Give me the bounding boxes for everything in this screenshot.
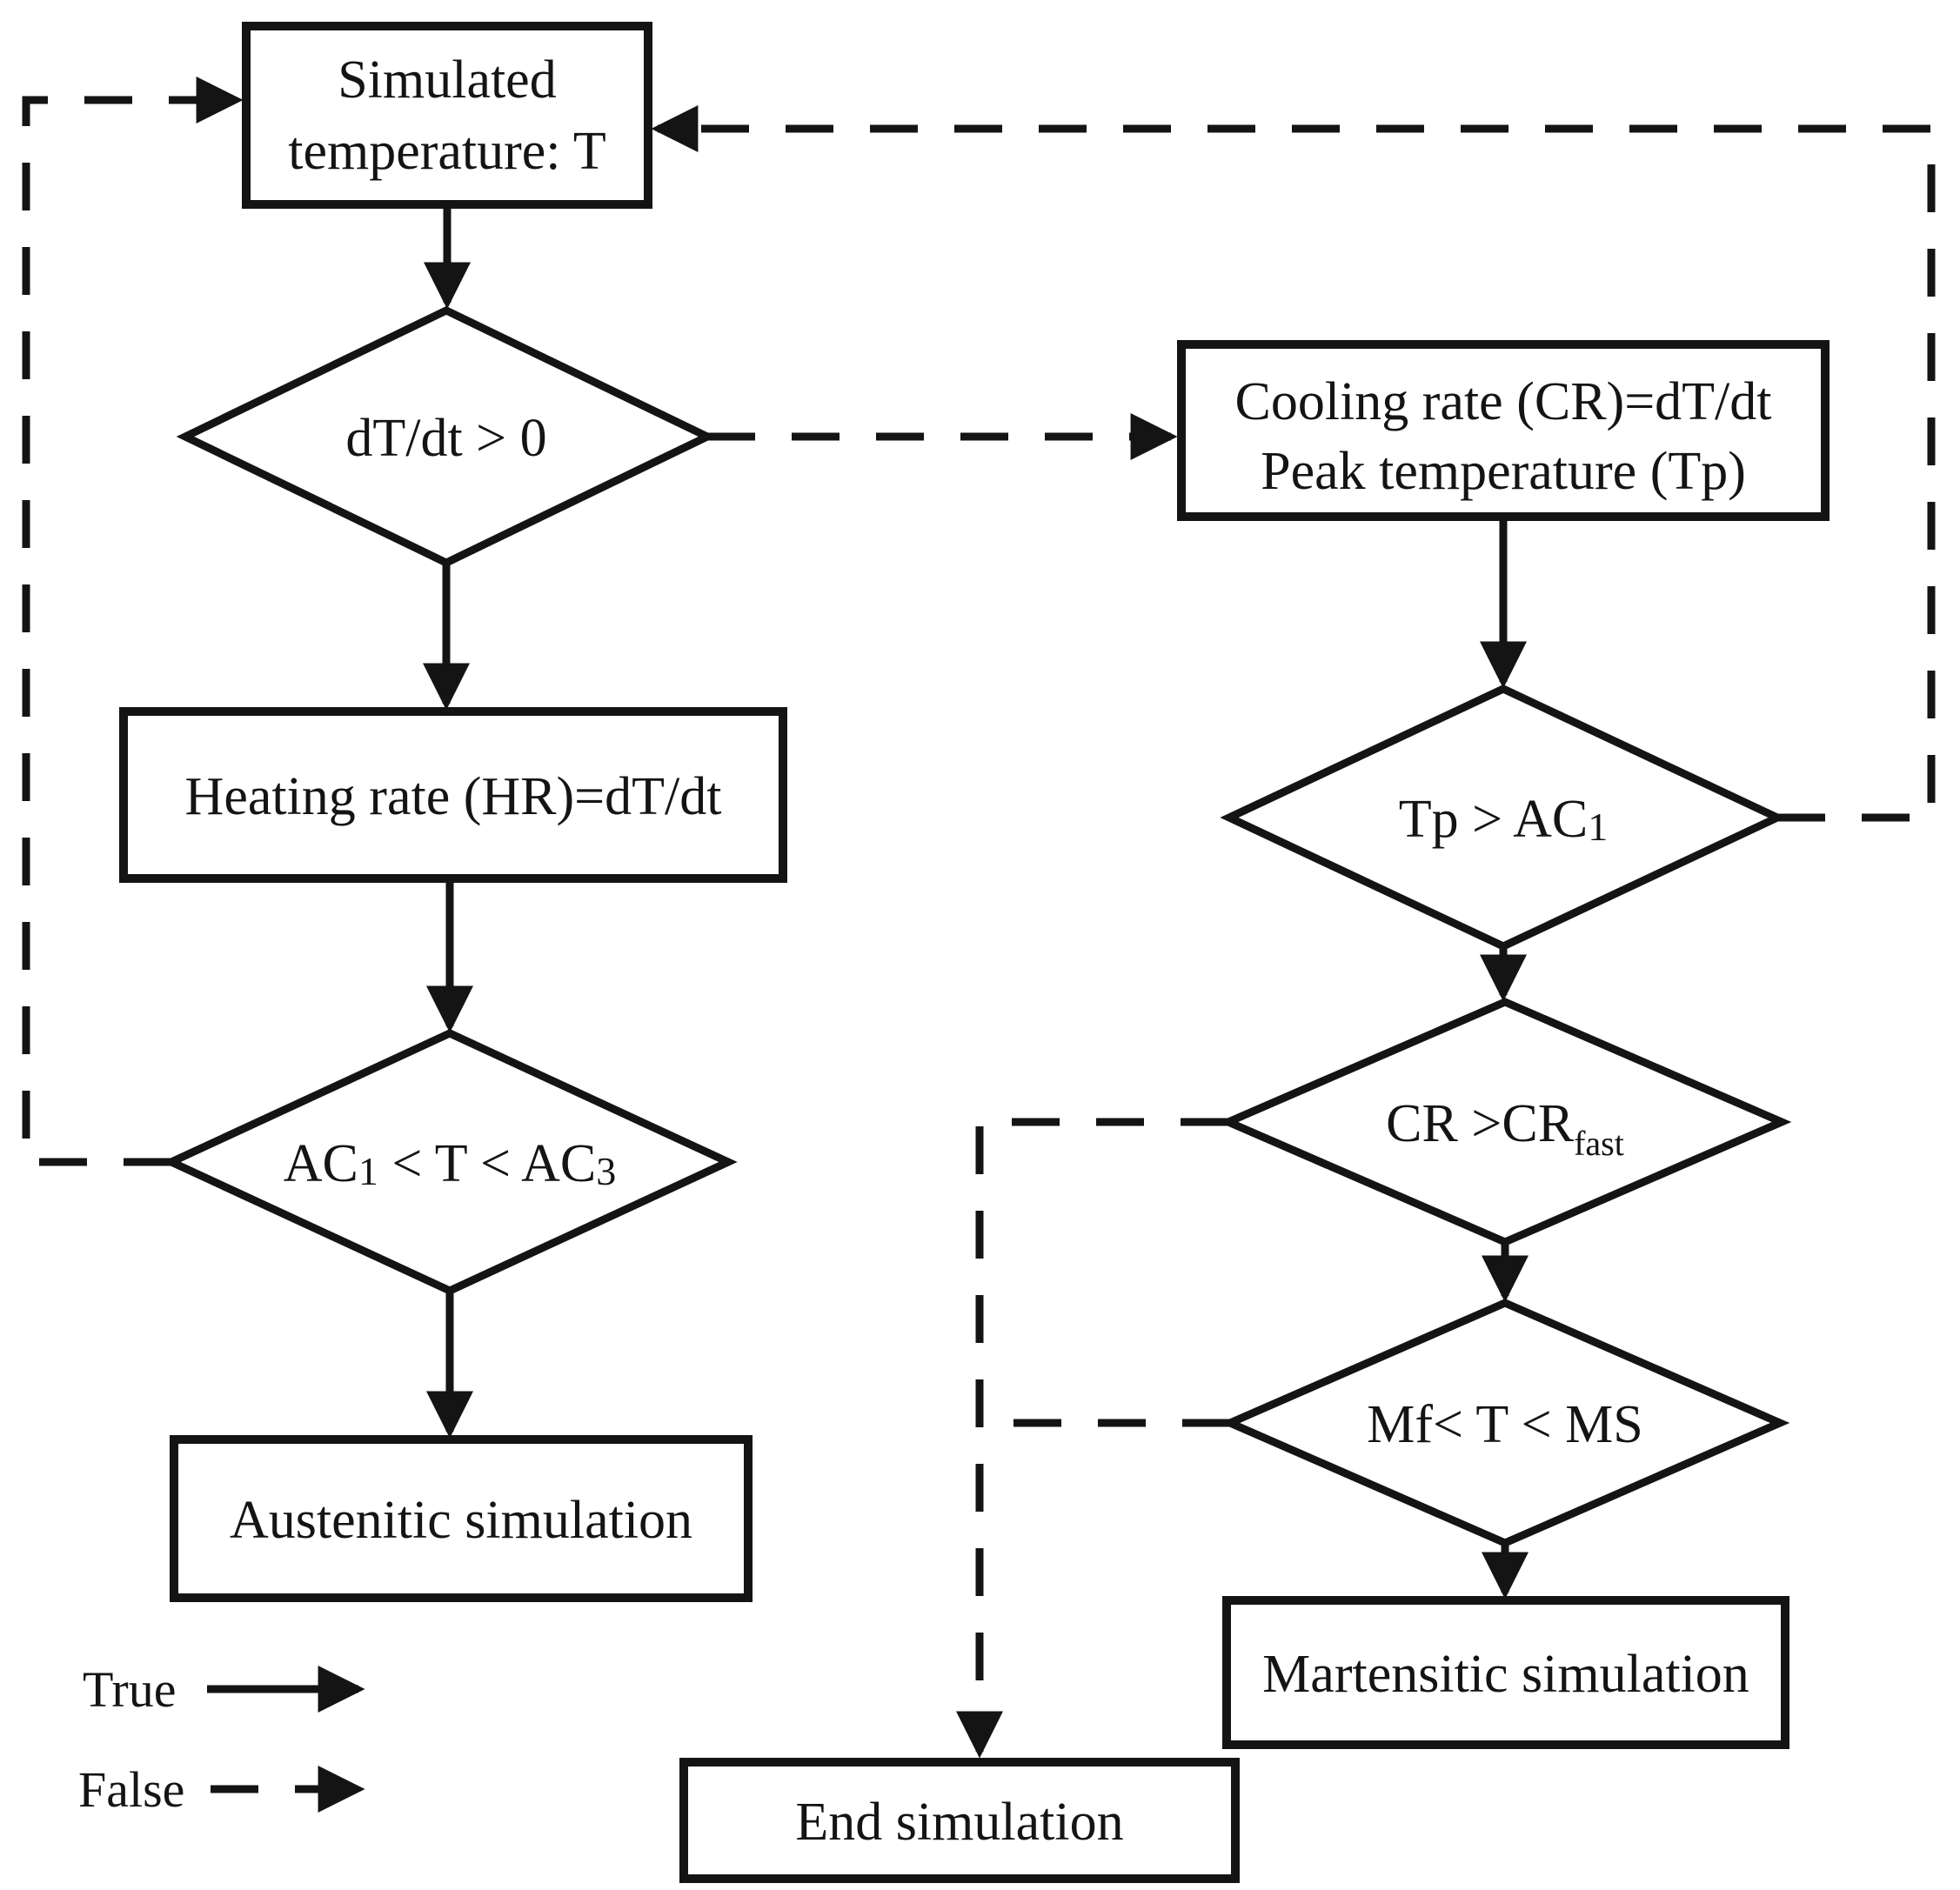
decision-ac1-t-ac3: AC1 < T < AC3 (162, 1029, 738, 1295)
cooling-rate-box (1177, 340, 1830, 521)
tp-ac1-diamond (1220, 685, 1787, 951)
simulated-temperature-label-line1: Simulated (338, 50, 556, 110)
ac1-t-ac3-label: AC1 < T < AC3 (284, 1134, 616, 1193)
mf-t-ms-label: Mf< T < MS (1367, 1395, 1642, 1454)
decision-cr-crfast: CR >CRfast (1218, 998, 1792, 1246)
decision-mf-t-ms: Mf< T < MS (1220, 1299, 1790, 1547)
heating-rate-label: Heating rate (HR)=dT/dt (185, 767, 722, 826)
austenitic-simulation-label: Austenitic simulation (230, 1491, 692, 1550)
cr-crfast-label: CR >CRfast (1386, 1094, 1624, 1163)
node-austenitic-simulation: Austenitic simulation (170, 1435, 753, 1602)
false-connector-acrange-to-simtemp (22, 77, 244, 1166)
mf-t-ms-diamond (1220, 1299, 1790, 1547)
legend: True False (78, 1661, 365, 1818)
legend-true-label: True (83, 1661, 176, 1718)
node-martensitic-simulation: Martensitic simulation (1222, 1596, 1789, 1749)
cr-crfast-diamond (1218, 998, 1792, 1246)
dtdt-label: dT/dt > 0 (345, 409, 546, 468)
node-end-simulation: End simulation (679, 1758, 1240, 1883)
decision-tp-ac1: Tp > AC1 (1220, 685, 1787, 951)
martensitic-simulation-box (1222, 1596, 1789, 1749)
tp-ac1-label: Tp > AC1 (1399, 790, 1609, 849)
martensitic-simulation-label: Martensitic simulation (1262, 1645, 1749, 1704)
cooling-rate-label-line2: Peak temperature (Tp) (1261, 442, 1746, 501)
node-cooling-rate: Cooling rate (CR)=dT/dt Peak temperature… (1177, 340, 1830, 521)
end-simulation-box (679, 1758, 1240, 1883)
simulated-temperature-box (242, 22, 652, 209)
simulated-temperature-label-line2: temperature: T (288, 122, 606, 181)
node-heating-rate: Heating rate (HR)=dT/dt (119, 707, 787, 883)
dtdt-diamond (176, 306, 717, 567)
false-connector-crfast-to-end (956, 1118, 1228, 1759)
decision-dtdt-positive: dT/dt > 0 (176, 306, 717, 567)
false-connector-tppeak-to-simtemp (651, 105, 1936, 822)
cooling-rate-label-line1: Cooling rate (CR)=dT/dt (1234, 372, 1771, 431)
ac1-t-ac3-diamond (162, 1029, 738, 1295)
austenitic-simulation-box (170, 1435, 753, 1602)
heating-rate-box (119, 707, 787, 883)
end-simulation-label: End simulation (795, 1793, 1123, 1852)
legend-false-label: False (78, 1761, 184, 1818)
node-simulated-temperature: Simulated temperature: T (242, 22, 652, 209)
